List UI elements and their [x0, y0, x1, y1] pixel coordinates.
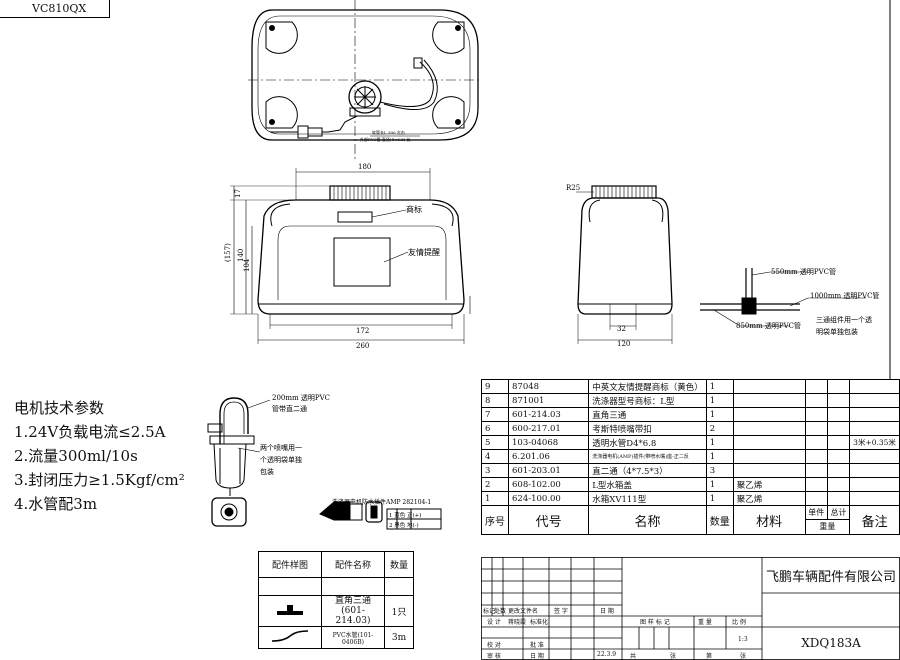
nozzle-note-c: 包装 — [260, 467, 274, 476]
motor-spec: 电机技术参数 1.24V负载电流≤2.5A 2.流量300ml/10s 3.封闭… — [14, 396, 185, 516]
trademark-label: 商标 — [406, 204, 422, 214]
bom-header: 序号 代号 名称 数量 材料 单件 总计 重量 备注 — [481, 505, 900, 535]
dim-157: (157) — [224, 243, 232, 262]
company-name: 飞鹏车辆配件有限公司 — [765, 570, 896, 585]
nozzle-note-b: 个透明袋单独 — [260, 455, 302, 464]
technical-drawing: 软管长L 300 左右 外部PVC管 直径(4×6.8) 长 — [224, 0, 891, 380]
dim-120: 120 — [617, 340, 630, 348]
parts-header-image: 配件样图 — [258, 551, 322, 578]
hose-icon — [258, 626, 322, 649]
drawing-number: XDQ183A — [801, 636, 861, 650]
dim-180: 180 — [358, 163, 371, 171]
hose-200-label-a: 200mm 透明PVC — [272, 394, 330, 402]
dim-172: 172 — [356, 327, 369, 335]
tee-note-2: 明袋单独包装 — [816, 327, 858, 336]
tee-note-1: 三通组件用一个透 — [816, 315, 872, 324]
connector-pin-1: 1 蓝色 正(+) — [389, 511, 421, 519]
dim-260: 260 — [356, 342, 369, 350]
hose-200-label-b: 管带直二通 — [272, 404, 307, 413]
accessory-table: 配件样图 配件名称 数量 直角三通 (601-214.03) 1只 PVC水管(… — [258, 551, 414, 649]
parts-row-qty: 1只 — [384, 595, 414, 627]
connector-pin-2: 2 黑色 地(-) — [389, 521, 419, 529]
dim-104: 104 — [243, 258, 251, 272]
dim-32: 32 — [617, 325, 626, 333]
side-view — [576, 185, 673, 344]
hose-top-note-1: 软管长L 300 左右 — [372, 129, 405, 135]
tee-assembly — [700, 268, 866, 327]
spec-title: 电机技术参数 — [14, 399, 105, 417]
tee-icon — [258, 595, 322, 627]
dim-r25: R25 — [566, 184, 580, 192]
hose-550-label: 550mm 透明PVC管 — [771, 267, 836, 276]
dim-140: 140 — [237, 249, 245, 262]
top-view — [248, 0, 482, 160]
parts-header-qty: 数量 — [384, 551, 414, 578]
parts-header-name: 配件名称 — [321, 551, 385, 578]
parts-row-name: PVC水管(101-0406B) — [321, 626, 385, 649]
spec-item: 4.水管配3m — [14, 495, 98, 513]
hose-1000-label: 1000mm 透明PVC管 — [810, 291, 879, 300]
drawing-tag: VC810QX — [0, 0, 110, 18]
hose-top-note-2: 外部PVC管 直径(4×6.8) 长 — [360, 136, 411, 142]
accessory-drawing: 200mm 透明PVC 管带直二通 两个喷嘴用一 个透明袋单独 包装 洗涤器电机… — [207, 394, 442, 530]
spec-item: 3.封闭压力≥1.5Kgf/cm² — [14, 471, 185, 489]
parts-row-name: 直角三通 (601-214.03) — [321, 595, 385, 627]
spec-item: 1.24V负载电流≤2.5A — [14, 423, 166, 441]
nozzle-note-a: 两个喷嘴用一 — [260, 443, 302, 452]
dim-17: 17 — [234, 189, 242, 198]
hose-850-label: 850mm 透明PVC管 — [736, 321, 801, 330]
front-view — [230, 168, 471, 344]
tip-label: 友情提醒 — [408, 247, 440, 257]
spec-item: 2.流量300ml/10s — [14, 447, 138, 465]
connector-title: 洗涤器电机防水插件AMP 282104-1 — [332, 498, 431, 506]
parts-row-qty: 3m — [384, 626, 414, 649]
